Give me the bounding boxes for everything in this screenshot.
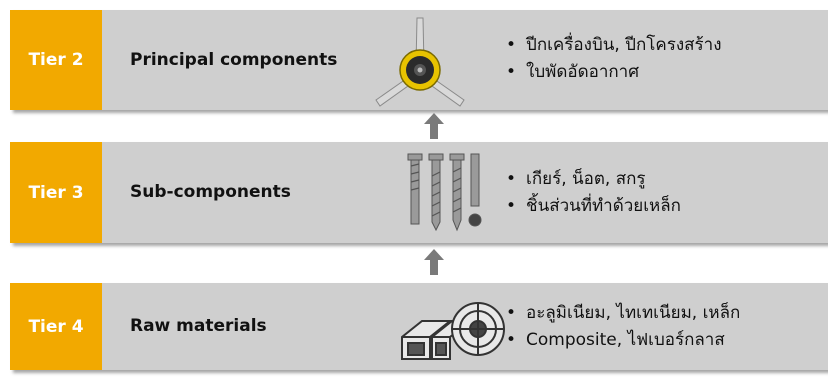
bullet-item: ปีกเครื่องบิน, ปีกโครงสร้าง bbox=[506, 32, 722, 59]
bullet-item: Composite, ไฟเบอร์กลาส bbox=[506, 327, 740, 354]
tier-title: Principal components bbox=[130, 50, 338, 70]
tier-badge: Tier 3 bbox=[10, 142, 102, 243]
tier-badge: Tier 2 bbox=[10, 10, 102, 110]
bullet-item: ใบพัดอัดอากาศ bbox=[506, 59, 722, 86]
tier-badge: Tier 4 bbox=[10, 283, 102, 370]
tier-bullets: เกียร์, น็อต, สกรู ชิ้นส่วนที่ทำด้วยเหล็… bbox=[506, 166, 681, 220]
tier-title: Raw materials bbox=[130, 316, 267, 336]
bullet-item: ชิ้นส่วนที่ทำด้วยเหล็ก bbox=[506, 193, 681, 220]
tier-bullets: อะลูมิเนียม, ไทเทเนียม, เหล็ก Composite,… bbox=[506, 300, 740, 354]
tier-row-3: Tier 3 Sub-components เกียร์, น็อต, สกรู… bbox=[10, 142, 828, 243]
bullet-item: อะลูมิเนียม, ไทเทเนียม, เหล็ก bbox=[506, 300, 740, 327]
tier-title: Sub-components bbox=[130, 182, 291, 202]
up-arrow-icon bbox=[424, 113, 444, 139]
bullet-item: เกียร์, น็อต, สกรู bbox=[506, 166, 681, 193]
screws-bolts-icon bbox=[407, 153, 482, 232]
tier-bullets: ปีกเครื่องบิน, ปีกโครงสร้าง ใบพัดอัดอากา… bbox=[506, 32, 722, 86]
tier-row-2: Tier 2 Principal components ปีกเครื่องบิ… bbox=[10, 10, 828, 110]
tier-row-4: Tier 4 Raw materials อะลูมิเนียม, ไทเทเน… bbox=[10, 283, 828, 370]
up-arrow-icon bbox=[424, 249, 444, 275]
propeller-icon bbox=[375, 17, 465, 107]
metal-stock-icon bbox=[401, 302, 505, 360]
